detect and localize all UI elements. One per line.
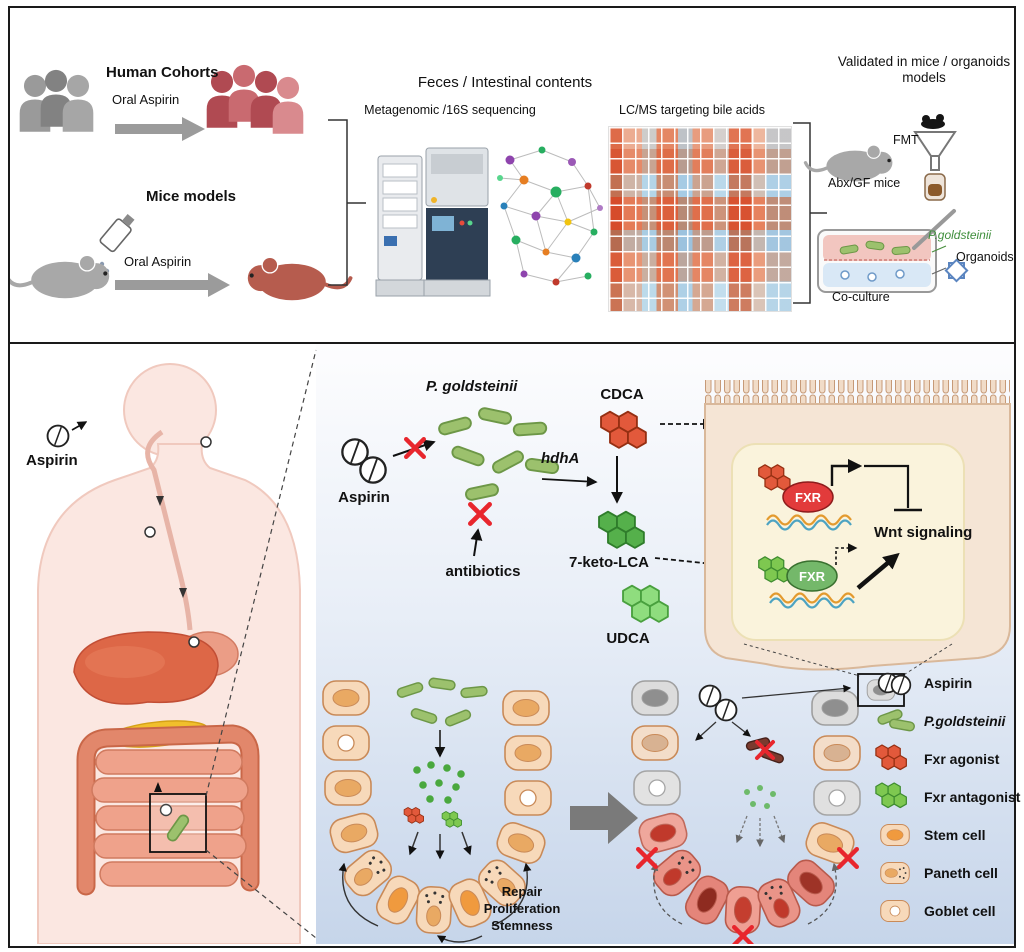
legend-label: Goblet cell (924, 903, 996, 919)
label-arrow (436, 935, 483, 944)
legend-item-fxr-antagonist: Fxr antagonist (874, 780, 1022, 814)
epithelial-cell: FXR FXR (704, 380, 1011, 677)
fxr-green-oval (786, 560, 838, 592)
reduced-metabolite-dots (744, 785, 776, 809)
top-panel (8, 6, 1016, 344)
fmt-mouse-icon (803, 143, 895, 184)
bottom-panel: FXR FXR (8, 344, 1016, 948)
organoid-star-icon (944, 258, 969, 283)
fmt-funnel-icon (913, 114, 957, 201)
transcription-arrow-top (830, 458, 863, 486)
red-cohort-icon (206, 64, 304, 134)
zoom-line-bottom (205, 849, 317, 939)
gray-mouse-icon (10, 253, 112, 301)
bracket-right (793, 122, 827, 304)
dna-strand (769, 597, 855, 609)
blocked-renewal-arrow (807, 862, 840, 925)
legend-label: Fxr agonist (924, 751, 1000, 767)
fxr-agonist-icon (875, 744, 907, 771)
renewal-arrow (491, 862, 532, 927)
right-crypt (631, 673, 905, 944)
inset-zoom-line (901, 643, 953, 677)
fxr-green-label: FXR (799, 569, 826, 584)
hdha-arrow (541, 476, 598, 487)
dna-strand (766, 514, 852, 526)
left-crypt (322, 676, 552, 944)
legend-item-pgoldsteinii: P.goldsteinii (874, 704, 1022, 738)
transcription-arrow-bottom (835, 543, 858, 565)
metabolite-dots (413, 761, 465, 804)
legend-label: Aspirin (924, 675, 973, 691)
goblet-cell-icon (880, 899, 910, 923)
coculture-dish-icon (817, 209, 956, 293)
fxr-red-label: FXR (795, 490, 822, 505)
legend-item-fxr-agonist: Fxr agonist (874, 742, 1022, 776)
red-mouse-icon (245, 255, 353, 303)
brush-border (705, 380, 1010, 405)
top-panel-graphics (10, 64, 969, 304)
legend-label: Stem cell (924, 827, 986, 843)
fxr-antagonist-icon (875, 782, 907, 809)
bile-acid-heatmap (608, 126, 792, 312)
antibiotics-arrow (470, 528, 483, 557)
pgoldsteinii-icon (876, 708, 916, 733)
legend-label: P.goldsteinii (924, 713, 1006, 729)
legend-item-paneth-cell: Paneth cell (874, 856, 1022, 890)
dna-strand (769, 592, 855, 604)
oral-aspirin-arrow-human (115, 117, 205, 141)
aspirin-pill-body-icon (46, 421, 88, 448)
legend-item-stem-cell: Stem cell (874, 818, 1022, 852)
paneth-cell-icon (880, 861, 910, 885)
inset-zoom-line (743, 643, 861, 677)
body-silhouette (37, 349, 317, 944)
esophagus (145, 429, 193, 631)
aspirin-bottle-icon (99, 213, 135, 274)
oral-aspirin-arrow-mouse (115, 273, 230, 297)
legend-label: Paneth cell (924, 865, 998, 881)
inhibition-line (864, 464, 910, 508)
blocked-renewal-arrow (650, 862, 683, 925)
stem-cell-icon (880, 823, 910, 847)
legend: Aspirin P.goldsteinii Fxr agonist Fxr an… (874, 666, 1022, 932)
bracket-left (328, 119, 366, 286)
fxr-red-oval (782, 481, 834, 513)
legend-item-aspirin: Aspirin (874, 666, 1022, 700)
zoom-box (149, 782, 207, 853)
aspirin-pill-icon (877, 672, 912, 696)
sequencer-icon (375, 147, 491, 297)
zoom-line-top (205, 349, 317, 797)
colon (76, 724, 260, 896)
dna-strand (766, 519, 852, 531)
legend-label: Fxr antagonist (924, 789, 1021, 805)
legend-item-goblet-cell: Goblet cell (874, 894, 1022, 928)
transition-arrow (570, 792, 638, 844)
gray-cohort-icon (19, 69, 94, 132)
bottom-panel-graphics: FXR FXR (37, 344, 1014, 944)
network-diagram (497, 146, 603, 286)
wnt-activation-arrow (856, 552, 900, 590)
renewal-arrow (338, 862, 379, 927)
